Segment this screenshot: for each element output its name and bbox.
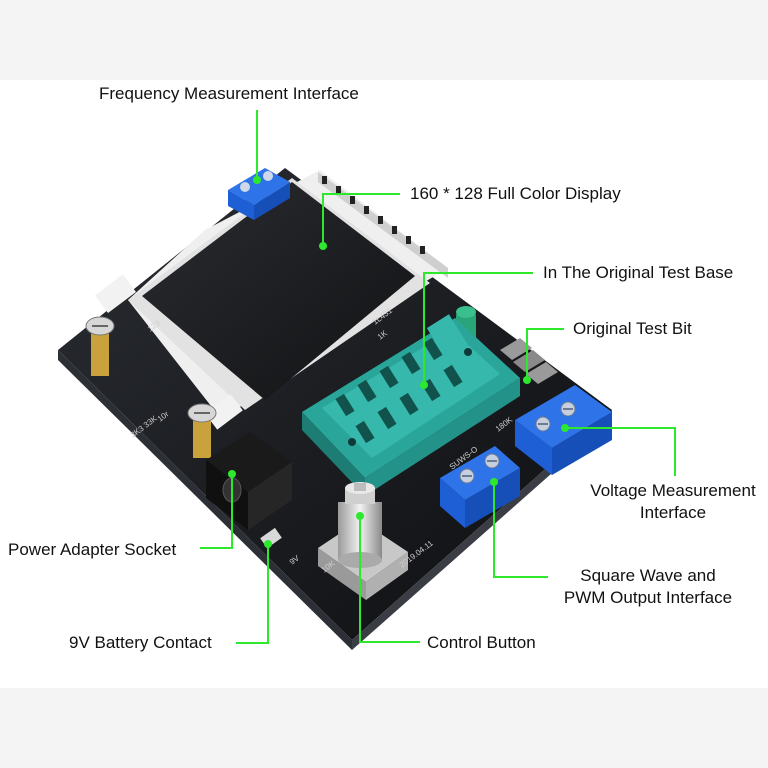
callout-voltage: Voltage Measurement Interface bbox=[578, 480, 768, 524]
leader-lines bbox=[200, 110, 676, 644]
callout-battery: 9V Battery Contact bbox=[69, 633, 212, 652]
top-band bbox=[0, 0, 768, 80]
standoff-screws bbox=[85, 316, 217, 458]
callout-voltage-line1: Voltage Measurement bbox=[590, 481, 756, 500]
screen-header-pins bbox=[322, 176, 425, 254]
leader-display bbox=[322, 193, 400, 246]
test-bit-pads bbox=[500, 338, 558, 384]
callout-voltage-line2: Interface bbox=[639, 503, 707, 522]
zif-slots bbox=[335, 337, 463, 444]
leader-control bbox=[359, 516, 420, 643]
callout-display: 160 * 128 Full Color Display bbox=[410, 184, 621, 203]
callout-square-wave: Square Wave and PWM Output Interface bbox=[545, 565, 751, 609]
leader-test-bit bbox=[526, 328, 564, 380]
display-module bbox=[94, 170, 448, 430]
callout-power-socket: Power Adapter Socket bbox=[8, 540, 177, 559]
callout-test-bit: Original Test Bit bbox=[573, 319, 692, 338]
color-screen bbox=[142, 182, 415, 400]
frequency-terminal bbox=[228, 168, 290, 220]
leader-square-wave bbox=[493, 482, 548, 578]
callout-square-line1: Square Wave and bbox=[580, 566, 716, 585]
leader-test-base bbox=[423, 272, 533, 385]
leader-power-socket bbox=[200, 474, 233, 549]
callout-frequency: Frequency Measurement Interface bbox=[99, 84, 359, 103]
leader-voltage bbox=[565, 427, 676, 476]
power-adapter-socket bbox=[206, 432, 292, 530]
callout-control: Control Button bbox=[427, 633, 536, 652]
zif-lever bbox=[426, 314, 472, 364]
leader-battery bbox=[236, 544, 269, 644]
bottom-band bbox=[0, 688, 768, 768]
callout-square-line2: PWM Output Interface bbox=[563, 588, 733, 607]
zif-test-socket bbox=[302, 314, 520, 496]
square-wave-terminal bbox=[440, 446, 520, 528]
callout-test-base: In The Original Test Base bbox=[543, 263, 734, 282]
